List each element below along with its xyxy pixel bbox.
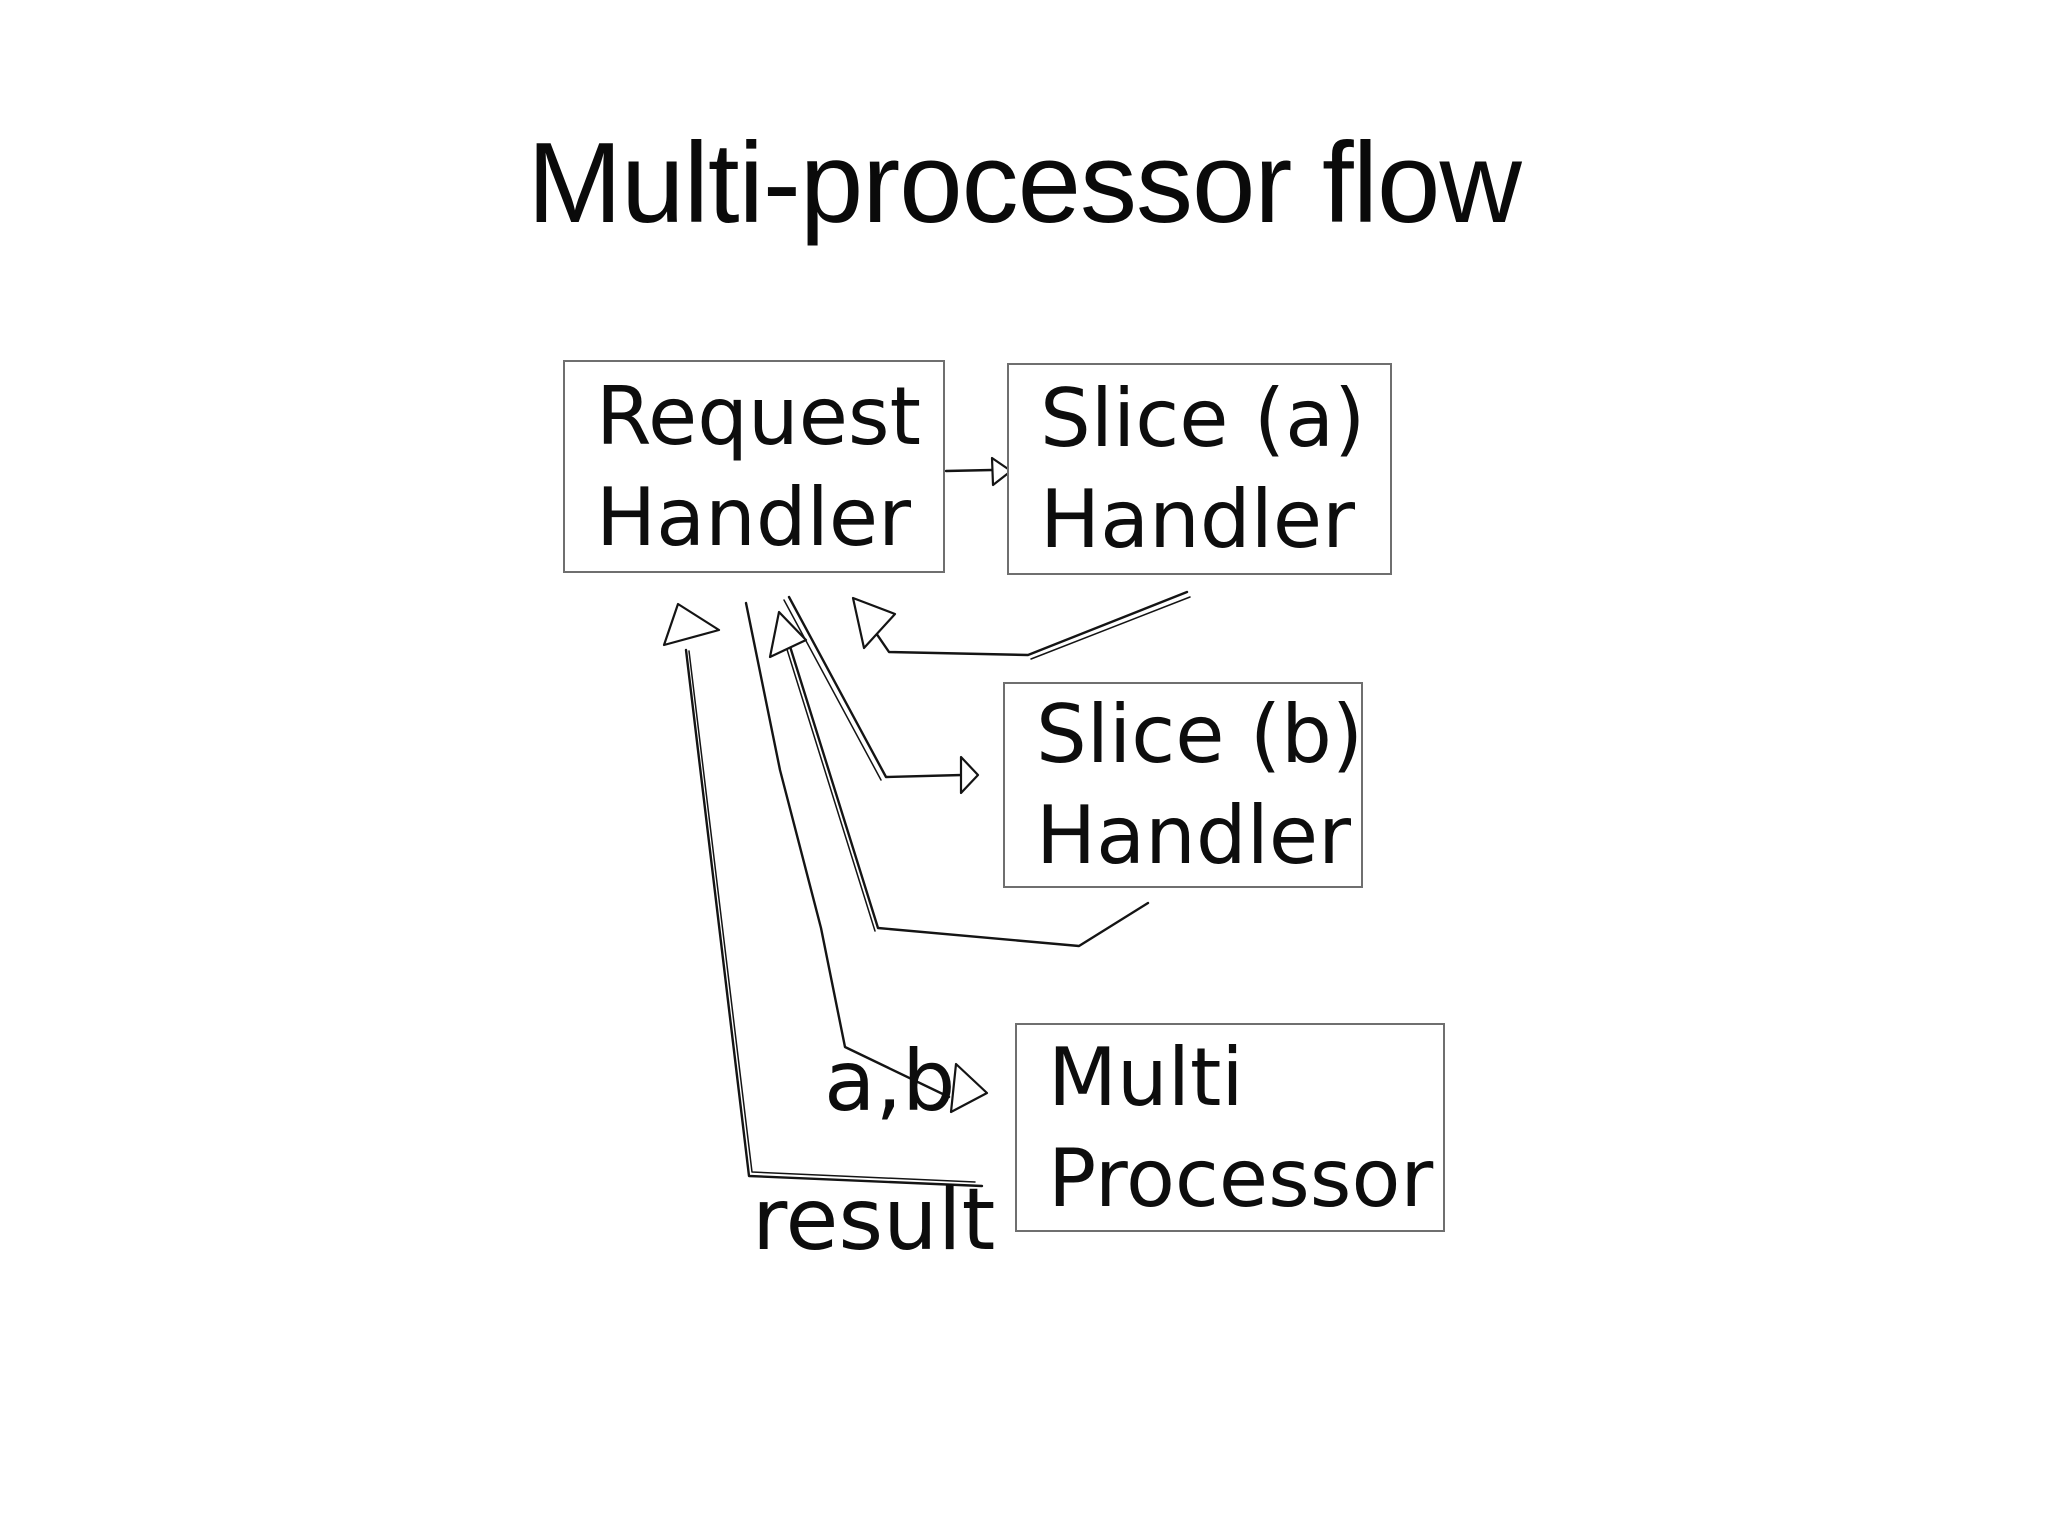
node-request-handler: Request Handler — [563, 360, 945, 573]
slide-title: Multi-processor flow — [527, 120, 1522, 247]
arrow-shaft — [786, 638, 1150, 948]
edge-label-result: result — [752, 1170, 996, 1270]
arrow-shaft-double-stroke — [1030, 596, 1191, 660]
arrow-slice-b-to-request — [768, 610, 1150, 948]
node-label-line: Multi — [1048, 1030, 1244, 1124]
arrow-request-to-multi — [744, 601, 989, 1114]
node-label-line: Slice (b) — [1036, 688, 1364, 781]
arrowhead-icon — [949, 1062, 989, 1114]
arrowhead-icon — [768, 610, 808, 659]
arrow-shaft — [787, 595, 964, 779]
node-label-line: Handler — [596, 470, 911, 564]
arrow-shaft-double-stroke — [783, 599, 882, 781]
arrow-shaft — [874, 590, 1189, 657]
arrowhead-icon — [959, 755, 980, 795]
arrow-shaft-double-stroke — [688, 650, 976, 1183]
node-label-line: Handler — [1036, 789, 1351, 882]
arrow-request-to-slice-a — [944, 456, 1013, 487]
node-multi-processor: Multi Processor — [1015, 1023, 1445, 1232]
arrow-shaft-double-stroke — [784, 642, 876, 932]
arrow-shaft — [684, 648, 984, 1188]
arrow-request-to-slice-b — [783, 595, 980, 795]
arrow-shaft — [744, 601, 951, 1099]
node-slice-a-handler: Slice (a) Handler — [1007, 363, 1392, 575]
node-slice-b-handler: Slice (b) Handler — [1003, 682, 1363, 888]
node-label-line: Handler — [1040, 473, 1355, 566]
arrowhead-icon — [990, 456, 1013, 487]
arrowhead-icon — [662, 602, 721, 647]
edge-label-ab: a,b — [824, 1032, 956, 1130]
node-label-line: Request — [596, 369, 921, 463]
node-label-line: Processor — [1048, 1131, 1434, 1225]
arrow-slice-a-to-request — [851, 590, 1191, 660]
arrow-shaft — [944, 468, 994, 473]
node-label-line: Slice (a) — [1040, 372, 1366, 465]
arrowhead-icon — [851, 596, 897, 650]
arrow-multi-to-request — [662, 602, 984, 1188]
